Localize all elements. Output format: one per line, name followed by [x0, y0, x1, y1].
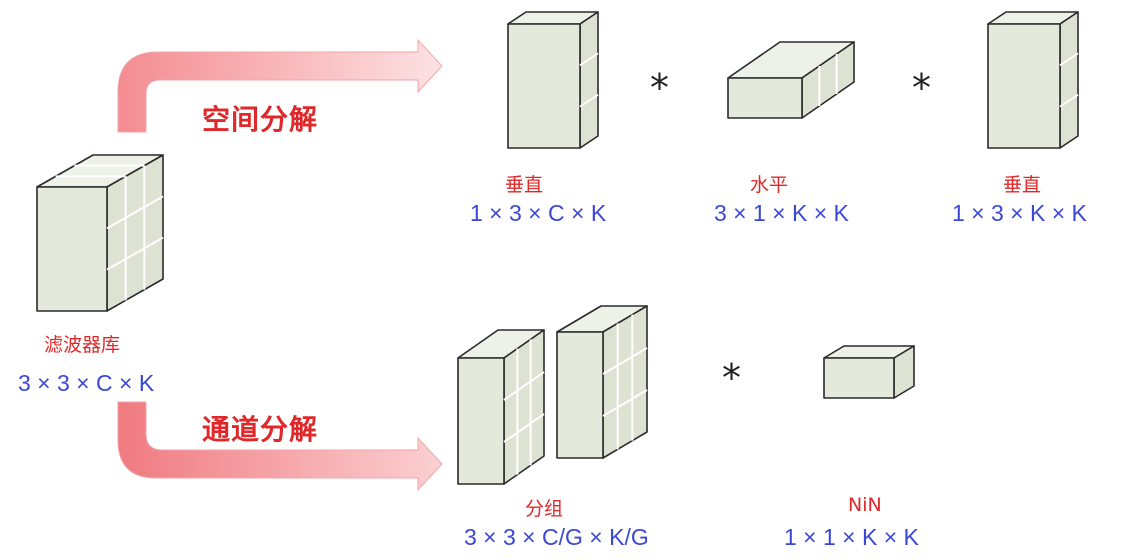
grid-line — [503, 413, 545, 443]
spatial-item-label: 水平 — [750, 174, 789, 196]
channel-item-dims: 3 × 3 × C/G × K/G — [464, 524, 649, 550]
box-front-face — [556, 331, 604, 459]
channel-item-label: NiN — [848, 494, 882, 516]
box-front-face — [507, 23, 581, 149]
channel-arrow — [117, 401, 443, 492]
box-front-face — [987, 23, 1061, 149]
grouped-filter-box — [457, 329, 545, 485]
spatial-item-dims: 1 × 3 × C × K — [470, 200, 607, 226]
grid-line — [579, 52, 599, 67]
grouped-filter-box — [556, 305, 648, 459]
spatial-vertical-box — [507, 11, 599, 149]
box-side-face — [503, 329, 545, 485]
filter-bank-dims: 3 × 3 × C × K — [18, 370, 155, 396]
box-side-face — [602, 305, 648, 459]
box-side-face — [1059, 11, 1079, 149]
box-front-face — [823, 357, 895, 399]
box-side-face — [579, 11, 599, 149]
box-front-face — [727, 77, 803, 119]
nin-box — [823, 345, 915, 399]
grid-line — [503, 371, 545, 401]
grid-line — [602, 389, 648, 417]
multiply-operator: * — [722, 356, 741, 400]
multiply-operator: * — [650, 66, 669, 110]
filter-bank-cube — [36, 154, 164, 312]
multiply-operator: * — [912, 66, 931, 110]
box-front-face — [36, 186, 108, 312]
box-front-face — [457, 357, 505, 485]
channel-decomposition-title: 通道分解 — [202, 413, 319, 446]
spatial-item-dims: 1 × 3 × K × K — [952, 200, 1087, 226]
spatial-arrow — [117, 38, 443, 133]
grid-line — [106, 195, 164, 230]
spatial-item-dims: 3 × 1 × K × K — [714, 200, 849, 226]
spatial-item-label: 垂直 — [1003, 174, 1042, 196]
grid-line — [1059, 93, 1079, 108]
grid-line — [106, 236, 164, 271]
channel-item-label: 分组 — [525, 498, 564, 520]
spatial-decomposition-title: 空间分解 — [202, 103, 319, 136]
grid-line — [579, 93, 599, 108]
spatial-item-label: 垂直 — [505, 174, 544, 196]
spatial-horizontal-box — [727, 41, 855, 119]
channel-item-dims: 1 × 1 × K × K — [784, 524, 919, 550]
grid-line — [602, 347, 648, 375]
grid-line — [1059, 52, 1079, 67]
spatial-vertical-box — [987, 11, 1079, 149]
filter-bank-label: 滤波器库 — [44, 334, 121, 356]
